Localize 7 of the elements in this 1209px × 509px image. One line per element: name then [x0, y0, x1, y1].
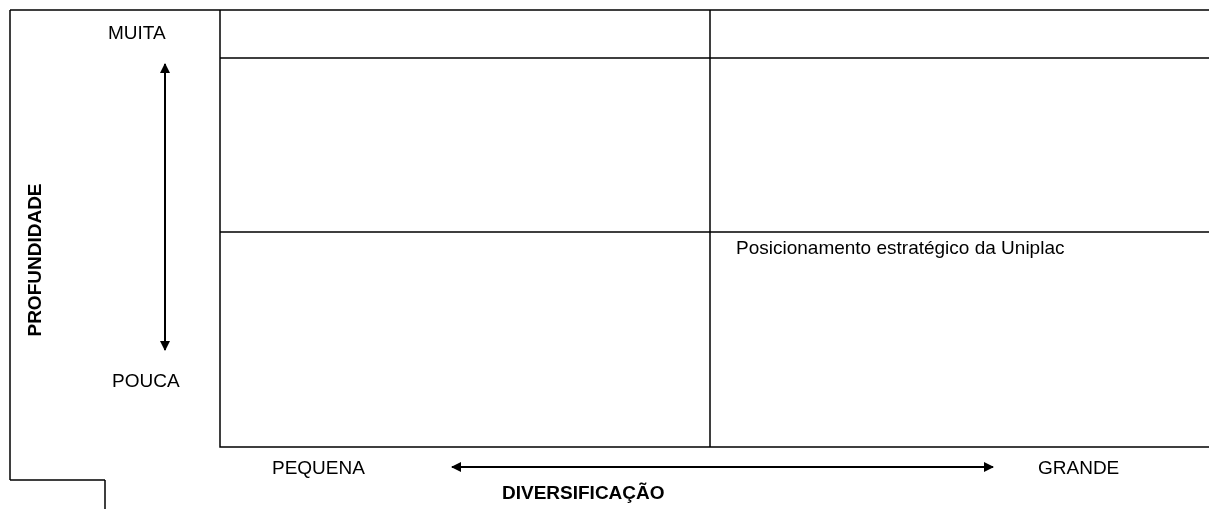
axis-title: PROFUNDIDADE: [23, 183, 46, 337]
axis-end-label: POUCA: [112, 370, 180, 392]
cell-text: Posicionamento estratégico da Uniplac: [736, 237, 1065, 259]
axis-title: DIVERSIFICAÇÃO: [502, 482, 665, 504]
axis-end-label: PEQUENA: [272, 457, 365, 479]
axis-end-label: GRANDE: [1038, 457, 1120, 479]
axis-end-label: MUITA: [108, 22, 166, 44]
